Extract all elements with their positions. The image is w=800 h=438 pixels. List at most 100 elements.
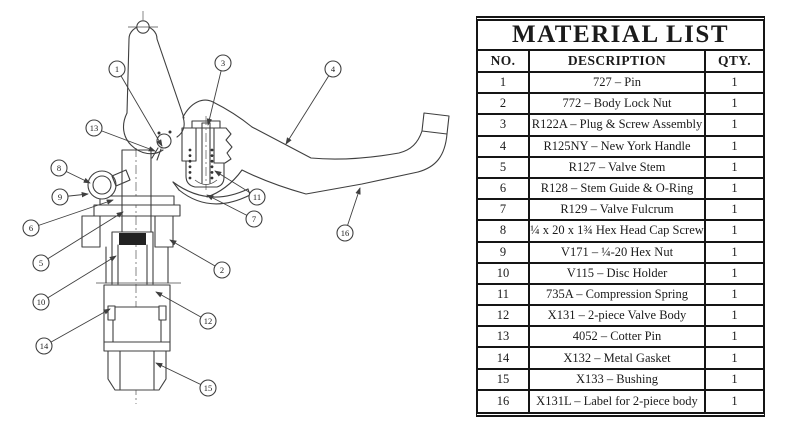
callout-balloon-5: 5 [32,254,50,272]
table-title: MATERIAL LIST [478,21,763,51]
callout-leader-14 [43,308,111,347]
svg-text:3: 3 [221,58,225,68]
cell-no: 11 [496,286,510,301]
cell-qty: 1 [704,327,763,347]
cell-description: R129 – Valve Fulcrum [528,200,704,220]
metal-gasket [107,305,116,321]
svg-text:9: 9 [58,192,62,202]
cell-no: 13 [496,329,510,344]
cell-no: 1 [499,75,507,90]
cell-no: 2 [499,96,507,111]
col-header-qty: QTY. [704,51,763,71]
cell-qty: 1 [704,369,763,389]
body-lock-nut [81,215,174,284]
cell-qty: 1 [704,94,763,114]
callout-leader-10 [40,255,117,303]
cell-description: X131 – 2-piece Valve Body [528,306,704,326]
svg-text:7: 7 [252,214,256,224]
cell-no: 16 [496,393,510,408]
callout-balloon-13: 13 [85,119,103,137]
cell-no: 6 [499,181,507,196]
cell-qty: 1 [704,306,763,326]
svg-text:10: 10 [37,297,46,307]
callout-leader-3 [206,62,224,126]
cell-qty: 1 [704,221,763,241]
plug-screw-assembly [181,116,233,190]
callout-balloon-12: 12 [199,312,217,330]
cell-description: V115 – Disc Holder [528,263,704,283]
disc-holder [111,231,154,285]
cell-no: 3 [499,117,507,132]
stem-guide-flange [93,195,181,217]
cell-no: 8 [499,223,507,238]
svg-text:4: 4 [331,64,336,74]
callout-balloon-7: 7 [245,210,263,228]
svg-text:14: 14 [40,341,49,351]
svg-text:2: 2 [220,265,224,275]
cell-qty: 1 [704,263,763,283]
svg-text:1: 1 [115,64,119,74]
cell-description: X133 – Bushing [528,369,704,389]
callout-leader-13 [93,127,156,152]
svg-text:16: 16 [341,228,350,238]
cell-no: 9 [499,244,507,259]
lever-arm [122,20,185,155]
callout-leader-15 [155,362,209,389]
bushing [107,350,167,391]
cell-qty: 1 [704,390,763,412]
callout-leader-5 [40,211,124,264]
callout-leader-4 [285,68,334,145]
cell-qty: 1 [704,178,763,199]
cell-no: 12 [496,308,510,323]
svg-text:5: 5 [39,258,43,268]
cell-description: 772 – Body Lock Nut [528,94,704,114]
cell-description: V171 – ¼-20 Hex Nut [528,242,704,262]
table-header: NO. DESCRIPTION QTY. [478,51,763,73]
cell-description: X131L – Label for 2-piece body [528,390,704,412]
svg-text:11: 11 [253,192,261,202]
callout-leader-6 [30,199,114,229]
callout-balloon-4: 4 [324,60,342,78]
cell-description: R127 – Valve Stem [528,157,704,177]
cell-description: 727 – Pin [528,73,704,93]
cell-qty: 1 [704,284,763,305]
svg-text:15: 15 [204,383,213,393]
cell-qty: 1 [704,200,763,220]
callout-balloon-8: 8 [50,159,68,177]
callout-balloon-16: 16 [336,224,354,242]
cell-description: 4052 – Cotter Pin [528,327,704,347]
cell-description: R122A – Plug & Screw Assembly [528,115,704,135]
cell-qty: 1 [704,242,763,262]
cell-description: R125NY – New York Handle [528,136,704,156]
svg-text:6: 6 [29,223,33,233]
cell-no: 7 [499,202,507,217]
cell-no: 10 [496,265,510,280]
col-header-description: DESCRIPTION [528,51,704,71]
cell-qty: 1 [704,115,763,135]
compression-spring [188,148,214,180]
new-york-handle [176,99,450,198]
col-header-no: NO. [490,53,516,68]
callout-balloon-15: 15 [199,379,217,397]
cell-description: X132 – Metal Gasket [528,348,704,368]
svg-text:8: 8 [57,163,61,173]
svg-text:12: 12 [204,316,213,326]
